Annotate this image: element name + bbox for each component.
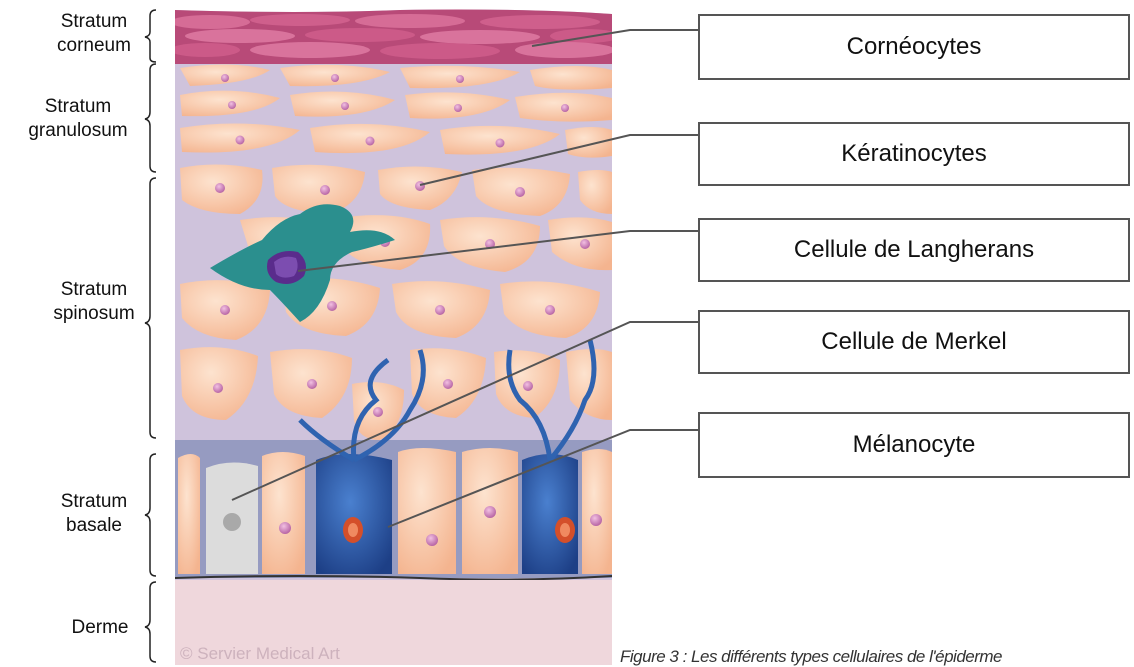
box-langherans: Cellule de Langherans bbox=[698, 218, 1130, 282]
layer-brackets bbox=[145, 10, 156, 662]
melanocyte-cell-1 bbox=[316, 454, 392, 574]
figure-caption: Figure 3 : Les différents types cellulai… bbox=[620, 647, 1002, 667]
box-keratinocytes: Kératinocytes bbox=[698, 122, 1130, 186]
box-label-melanocyte: Mélanocyte bbox=[853, 431, 976, 459]
box-corneocytes: Cornéocytes bbox=[698, 14, 1130, 80]
stratum-corneum-cells bbox=[170, 8, 620, 64]
box-label-langherans: Cellule de Langherans bbox=[794, 236, 1034, 264]
label-stratum-corneum: Stratum corneum bbox=[44, 10, 144, 58]
melanocyte-cell-2 bbox=[522, 454, 578, 574]
box-label-corneocytes: Cornéocytes bbox=[847, 33, 982, 61]
label-stratum-basale: Stratum basale bbox=[44, 490, 144, 538]
label-derme: Derme bbox=[60, 616, 140, 640]
copyright-text: © Servier Medical Art bbox=[180, 644, 340, 664]
box-label-keratinocytes: Kératinocytes bbox=[841, 140, 986, 168]
box-merkel: Cellule de Merkel bbox=[698, 310, 1130, 374]
box-label-merkel: Cellule de Merkel bbox=[821, 328, 1006, 356]
label-stratum-granulosum: Stratum granulosum bbox=[10, 95, 146, 143]
box-melanocyte: Mélanocyte bbox=[698, 412, 1130, 478]
label-stratum-spinosum: Stratum spinosum bbox=[40, 278, 148, 326]
merkel-cell bbox=[206, 462, 258, 574]
